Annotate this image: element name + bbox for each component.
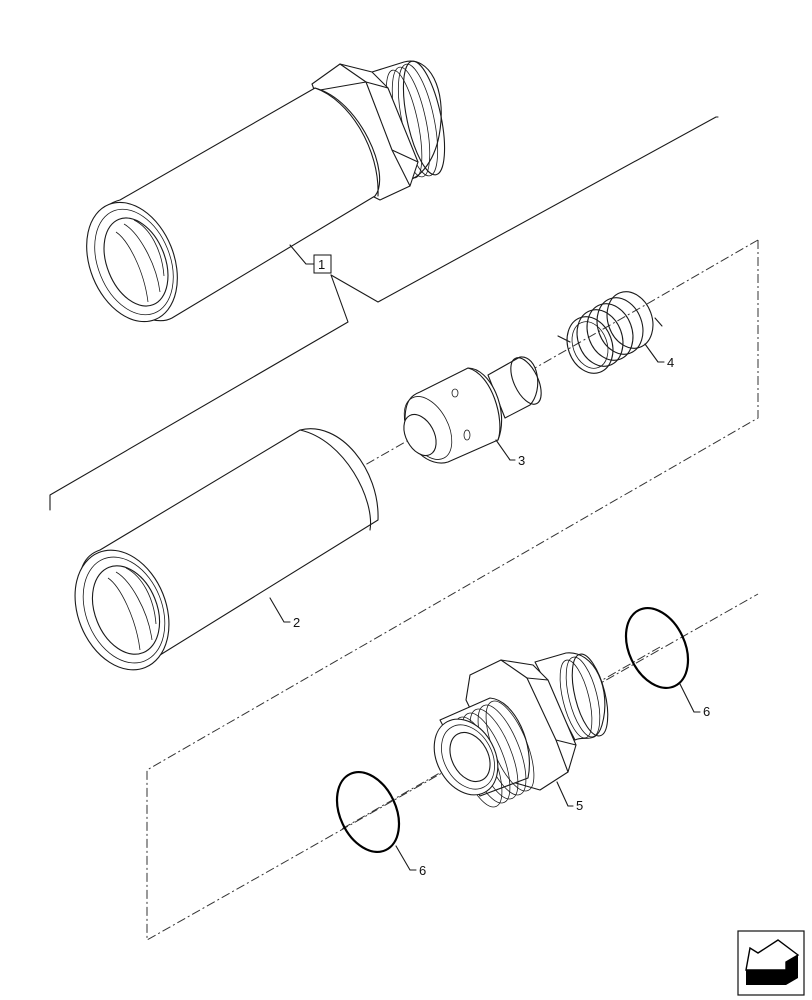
- assembly-open-end: [86, 201, 178, 323]
- adapter-fitting-drawing: [433, 652, 609, 808]
- callout-2[interactable]: 2: [269, 597, 300, 630]
- callout-2-label: 2: [293, 615, 300, 630]
- callout-1-label: 1: [318, 257, 325, 272]
- callout-4-label: 4: [667, 355, 674, 370]
- valve-assembly-drawing: [86, 60, 446, 323]
- sub-assembly-boundary: [146, 239, 759, 941]
- callout-3[interactable]: 3: [495, 439, 525, 468]
- valve-body-drawing: [74, 428, 379, 671]
- poppet-drawing: [403, 356, 542, 464]
- callout-5-label: 5: [576, 798, 583, 813]
- callout-1[interactable]: 1: [49, 116, 719, 511]
- o-ring-right-drawing: [624, 607, 690, 689]
- callout-5[interactable]: 5: [556, 781, 583, 813]
- callout-3-label: 3: [518, 453, 525, 468]
- view-direction-arrow-icon[interactable]: [737, 930, 805, 996]
- o-ring-left-drawing: [335, 771, 401, 853]
- callout-6-right[interactable]: 6: [679, 683, 710, 719]
- callout-4[interactable]: 4: [644, 343, 674, 370]
- callout-6-right-label: 6: [703, 704, 710, 719]
- spring-drawing: [557, 291, 663, 374]
- callout-6-left[interactable]: 6: [395, 845, 426, 878]
- callout-6-left-label: 6: [419, 863, 426, 878]
